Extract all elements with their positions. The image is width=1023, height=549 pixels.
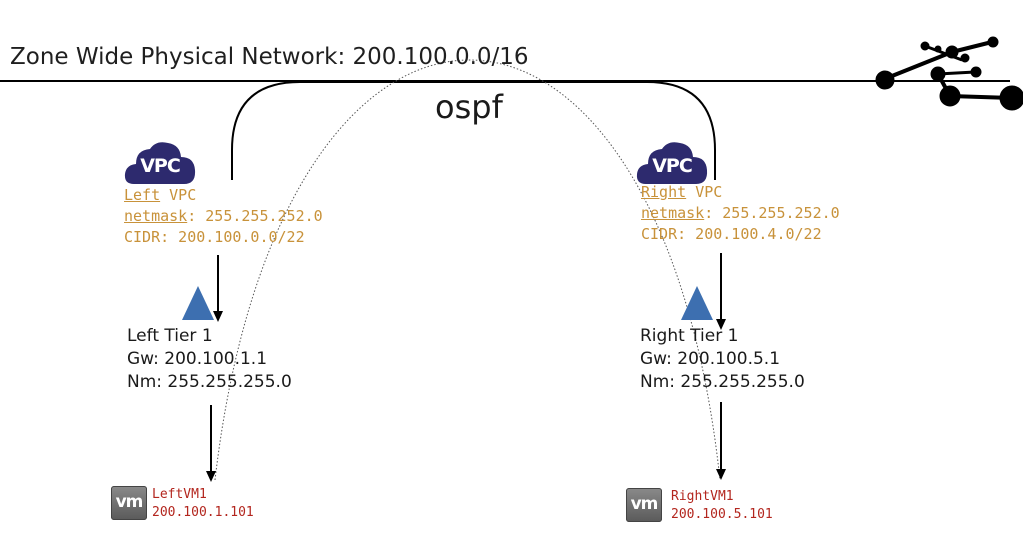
left-vpc-cloud-icon: VPC — [124, 140, 196, 186]
right-vpc-name: Right — [641, 183, 687, 201]
left-tier-netmask: Nm: 255.255.255.0 — [127, 372, 292, 392]
left-vpc-name: Left — [124, 186, 161, 204]
right-vm-badge: vm — [630, 494, 659, 514]
left-vm-ip: 200.100.1.101 — [152, 505, 254, 520]
left-netmask-value: : 255.255.252.0 — [187, 207, 323, 225]
right-vpc-netmask-line: netmask: 255.255.252.0 — [641, 203, 840, 224]
right-vm-name: RightVM1 — [671, 489, 734, 504]
left-vm-icon: vm — [111, 486, 147, 520]
left-tier-router-icon — [182, 286, 214, 320]
left-tier-gateway: Gw: 200.100.1.1 — [127, 349, 268, 369]
left-vpc-info: Left VPC netmask: 255.255.252.0 CIDR: 20… — [124, 185, 323, 248]
right-vpc-word: VPC — [695, 183, 723, 201]
ospf-label: ospf — [435, 88, 503, 126]
right-vpc-info: Right VPC netmask: 255.255.252.0 CIDR: 2… — [641, 182, 840, 245]
right-netmask-value: : 255.255.252.0 — [704, 204, 840, 222]
left-tier-to-vm-arrow — [206, 405, 216, 482]
left-vpc-name-line: Left VPC — [124, 185, 323, 206]
right-vpc-cloud-icon: VPC — [636, 140, 708, 186]
left-vpc-word: VPC — [169, 186, 197, 204]
right-tier-info: Right Tier 1 Gw: 200.100.5.1 Nm: 255.255… — [640, 325, 805, 394]
left-netmask-key: netmask — [124, 207, 188, 225]
left-vm-badge: vm — [115, 492, 144, 512]
right-vpc-name-line: Right VPC — [641, 182, 840, 203]
right-vpc-to-tier-arrow — [716, 253, 726, 330]
right-vm-ip: 200.100.5.101 — [671, 507, 773, 522]
right-tier-name: Right Tier 1 — [640, 326, 739, 346]
left-vpc-netmask-line: netmask: 255.255.252.0 — [124, 206, 323, 227]
right-tier-gateway: Gw: 200.100.5.1 — [640, 349, 781, 369]
right-vm-icon: vm — [626, 488, 662, 522]
ospf-link — [231, 81, 716, 180]
right-tier-router-icon — [681, 286, 713, 320]
right-tier-netmask: Nm: 255.255.255.0 — [640, 372, 805, 392]
left-tier-name: Left Tier 1 — [127, 326, 213, 346]
right-vpc-cidr: CIDR: 200.100.4.0/22 — [641, 225, 822, 243]
left-vm-info: LeftVM1 200.100.1.101 — [152, 486, 254, 522]
right-vpc-badge: VPC — [652, 155, 693, 177]
left-vpc-to-tier-arrow — [213, 255, 223, 322]
right-tier-to-vm-arrow — [716, 402, 726, 480]
right-netmask-key: netmask — [641, 204, 705, 222]
left-vm-name: LeftVM1 — [152, 487, 207, 502]
network-topology-icon — [875, 36, 1023, 111]
right-vm-info: RightVM1 200.100.5.101 — [671, 488, 773, 524]
vm-traffic-path — [214, 59, 721, 481]
left-vpc-badge: VPC — [140, 155, 181, 177]
left-vpc-cidr: CIDR: 200.100.0.0/22 — [124, 228, 305, 246]
left-tier-info: Left Tier 1 Gw: 200.100.1.1 Nm: 255.255.… — [127, 325, 292, 394]
physical-network-title: Zone Wide Physical Network: 200.100.0.0/… — [10, 44, 529, 70]
